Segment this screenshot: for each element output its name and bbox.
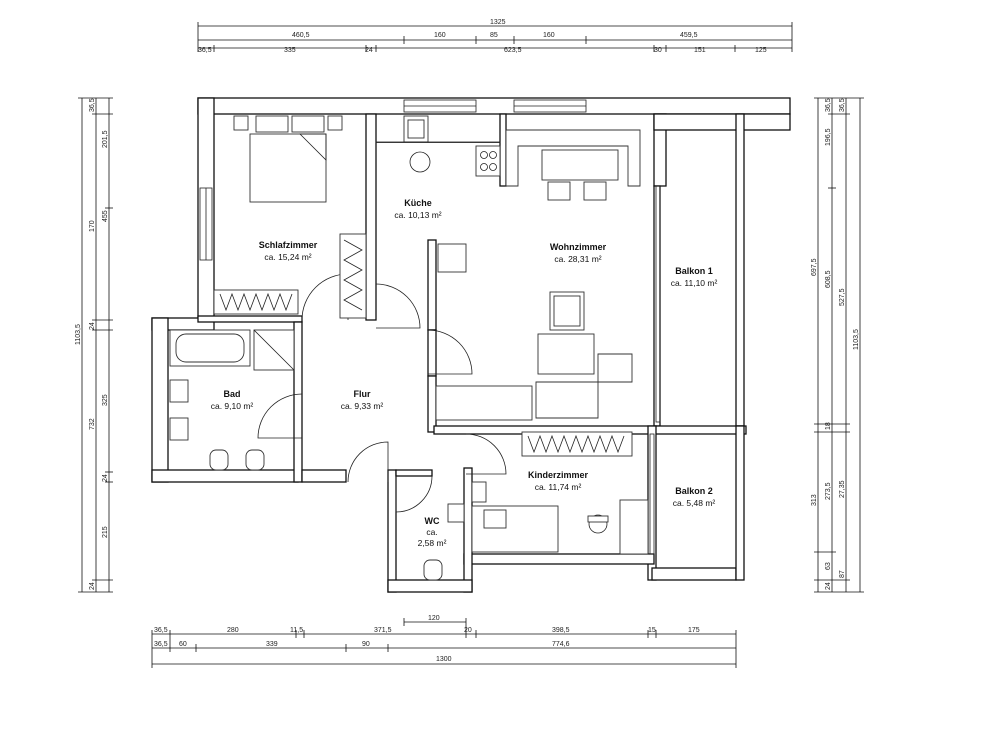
dim-right-r1-2: 196,5 — [825, 128, 832, 146]
furniture — [169, 115, 649, 581]
dim-top-r2-2: 160 — [434, 32, 446, 39]
dim-right-r1-3: 527,5 — [839, 288, 846, 306]
dim-bottom-total: 1300 — [436, 656, 452, 663]
dim-left-r3-2: 455 — [102, 210, 109, 222]
dim-left-r2-4: 732 — [89, 418, 96, 430]
dim-top-r2-5: 459,5 — [680, 32, 698, 39]
dim-right-r2-1: 36,5 — [839, 98, 846, 112]
dim-top-r3-3: 24 — [365, 47, 373, 54]
dim-left-r3-1: 201,5 — [102, 130, 109, 148]
dim-top-r3-6: 151 — [694, 47, 706, 54]
label-bad: Bad — [223, 389, 240, 399]
area-bad: ca. 9,10 m² — [211, 401, 254, 411]
dim-right-r2-5: 27,35 — [839, 480, 846, 498]
dim-top-r3-5: 30 — [654, 47, 662, 54]
label-balkon2: Balkon 2 — [675, 486, 713, 496]
dim-left-r3-5: 215 — [102, 526, 109, 538]
dimension-lines: 1325 460,5 160 85 160 459,5 36,5 335 24 … — [75, 19, 864, 668]
label-wohnzimmer: Wohnzimmer — [550, 242, 607, 252]
dim-bottom-r1-3: 11,5 — [290, 627, 303, 634]
label-flur: Flur — [354, 389, 371, 399]
dim-right-r1-6: 63 — [825, 562, 832, 570]
dim-top-r2-3: 85 — [490, 32, 498, 39]
dim-bottom-r1-7: 398,5 — [552, 627, 570, 634]
dim-right-r1-4: 18 — [825, 422, 832, 430]
dim-bottom-r1-4: 371,5 — [374, 627, 392, 634]
dim-bottom-r2-3: 339 — [266, 641, 278, 648]
area-wohnzimmer: ca. 28,31 m² — [554, 254, 601, 264]
dim-top-total: 1325 — [490, 19, 506, 26]
dim-left-r3-4: 24 — [102, 474, 109, 482]
label-kinderzimmer: Kinderzimmer — [528, 470, 589, 480]
area-kinderzimmer: ca. 11,74 m² — [535, 482, 582, 492]
dim-right-r1-1: 36,5 — [825, 98, 832, 112]
dim-right-r2-6: 87 — [839, 570, 846, 578]
dim-bottom-r1-1: 36,5 — [154, 627, 168, 634]
area-wc-line1: ca. — [426, 527, 437, 537]
area-flur: ca. 9,33 m² — [341, 401, 384, 411]
area-schlafzimmer: ca. 15,24 m² — [264, 252, 311, 262]
dim-right-r2-3: 608,5 — [825, 270, 832, 288]
dim-bottom-r1-9: 175 — [688, 627, 700, 634]
label-balkon1: Balkon 1 — [675, 266, 713, 276]
area-balkon1: ca. 11,10 m² — [671, 278, 718, 288]
dim-top-r3-4: 623,5 — [504, 47, 522, 54]
dim-left-r2-3: 24 — [89, 322, 96, 330]
dim-right-r2-2: 697,5 — [811, 258, 818, 276]
dim-bottom-r2-1: 36,5 — [154, 641, 168, 648]
dim-left-r2-5: 24 — [89, 582, 96, 590]
dim-right-total: 1103,5 — [853, 329, 860, 350]
dim-bottom-r2-5: 774,6 — [552, 641, 570, 648]
dim-left-total: 1103,5 — [75, 324, 82, 345]
dim-top-r2-4: 160 — [543, 32, 555, 39]
dim-left-r3-3: 325 — [102, 394, 109, 406]
dim-bottom-door: 120 — [428, 615, 440, 622]
label-schlafzimmer: Schlafzimmer — [259, 240, 318, 250]
dim-right-r1-7: 24 — [825, 582, 832, 590]
dim-top-r3-1: 36,5 — [198, 47, 212, 54]
area-wc-line2: 2,58 m² — [418, 538, 447, 548]
dim-bottom-r2-4: 90 — [362, 641, 370, 648]
dim-top-r2-1: 460,5 — [292, 32, 310, 39]
dim-right-r2-4: 313 — [811, 494, 818, 506]
dim-bottom-r1-2: 280 — [227, 627, 239, 634]
room-labels: Schlafzimmer ca. 15,24 m² Küche ca. 10,1… — [211, 198, 718, 548]
dim-top-r3-7: 125 — [755, 47, 767, 54]
dim-bottom-r2-2: 60 — [179, 641, 187, 648]
label-kueche: Küche — [404, 198, 432, 208]
dim-left-r2-1: 36,5 — [89, 98, 96, 112]
windows — [199, 99, 661, 555]
dim-left-r2-2: 170 — [89, 220, 96, 232]
dim-bottom-r1-8: 15 — [648, 627, 656, 634]
area-balkon2: ca. 5,48 m² — [673, 498, 716, 508]
label-wc: WC — [425, 516, 440, 526]
dim-bottom-r1-6: 20 — [464, 627, 472, 634]
dim-right-r1-5: 273,5 — [825, 482, 832, 500]
dim-top-r3-2: 335 — [284, 47, 296, 54]
area-kueche: ca. 10,13 m² — [394, 210, 441, 220]
